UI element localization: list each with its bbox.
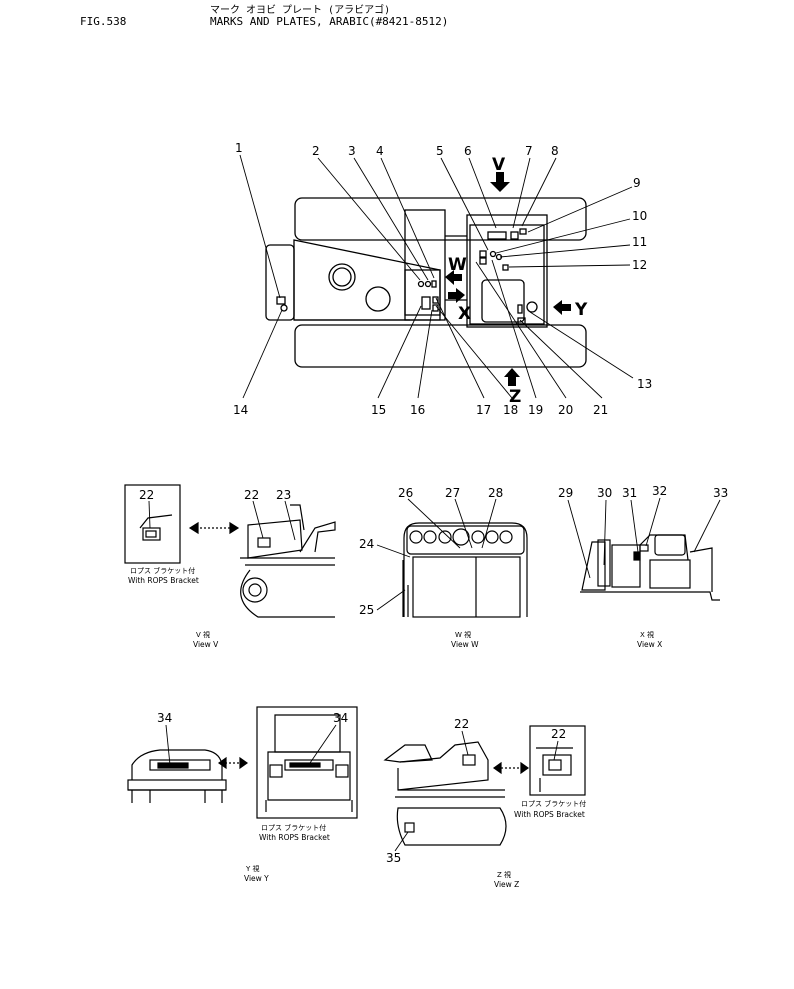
view-w: 26 27 28 24 25 W 視 View W (359, 486, 528, 649)
svg-text:View V: View V (193, 640, 219, 649)
callout-14: 14 (233, 403, 248, 417)
svg-text:28: 28 (488, 486, 503, 500)
svg-text:W 視: W 視 (455, 630, 471, 639)
callout-10: 10 (632, 209, 647, 223)
view-x: 29 30 31 32 33 X 視 View X (558, 484, 728, 649)
view-z: 22 22 35 ロプス ブラケット付 With ROPS Bracket Z … (383, 717, 586, 889)
callout-15: 15 (371, 403, 386, 417)
view-y: 34 34 ロプス ブラケット付 With ROPS Bracket Y 視 V… (127, 706, 358, 883)
svg-text:31: 31 (622, 486, 637, 500)
svg-text:With ROPS Bracket: With ROPS Bracket (514, 810, 585, 819)
svg-text:ロプス ブラケット付: ロプス ブラケット付 (521, 799, 586, 808)
svg-text:With ROPS Bracket: With ROPS Bracket (259, 833, 330, 842)
callout-13: 13 (637, 377, 652, 391)
svg-text:V: V (492, 155, 506, 175)
callout-3: 3 (348, 144, 356, 158)
top-view-machine (265, 197, 587, 368)
callout-5: 5 (436, 144, 444, 158)
callout-9: 9 (633, 176, 641, 190)
callout-8: 8 (551, 144, 559, 158)
svg-text:22: 22 (454, 717, 469, 731)
svg-text:Z 視: Z 視 (497, 870, 511, 879)
callout-17: 17 (476, 403, 491, 417)
svg-text:24: 24 (359, 537, 374, 551)
figure-number: FIG.538 (80, 15, 127, 28)
svg-text:X: X (458, 304, 471, 324)
svg-text:29: 29 (558, 486, 573, 500)
svg-text:22: 22 (244, 488, 259, 502)
svg-text:27: 27 (445, 486, 460, 500)
svg-text:25: 25 (359, 603, 374, 617)
top-view-callouts: 1 2 3 4 5 6 7 8 9 10 11 12 13 14 15 16 1… (233, 141, 652, 417)
svg-text:32: 32 (652, 484, 667, 498)
svg-text:View W: View W (451, 640, 479, 649)
svg-text:35: 35 (386, 851, 401, 865)
svg-text:Y: Y (574, 300, 588, 320)
callout-11: 11 (632, 235, 647, 249)
callout-2: 2 (312, 144, 320, 158)
svg-text:34: 34 (333, 711, 348, 725)
svg-text:22: 22 (139, 488, 154, 502)
svg-text:W: W (448, 255, 467, 275)
callout-16: 16 (410, 403, 425, 417)
callout-20: 20 (558, 403, 573, 417)
callout-7: 7 (525, 144, 533, 158)
svg-text:Y 視: Y 視 (245, 864, 260, 873)
svg-text:34: 34 (157, 711, 172, 725)
svg-text:View X: View X (637, 640, 662, 649)
svg-text:ロプス ブラケット付: ロプス ブラケット付 (130, 566, 195, 575)
svg-text:V 視: V 視 (196, 630, 210, 639)
svg-text:30: 30 (597, 486, 612, 500)
svg-text:33: 33 (713, 486, 728, 500)
view-arrow-letters: V W X Y Z (448, 155, 588, 407)
top-view-leaders (239, 154, 634, 399)
svg-text:View Y: View Y (244, 874, 269, 883)
svg-text:X 視: X 視 (640, 630, 654, 639)
view-v: 22 22 23 ロプス ブラケット付 With ROPS Bracket V … (124, 484, 336, 649)
svg-text:23: 23 (276, 488, 291, 502)
svg-text:With ROPS Bracket: With ROPS Bracket (128, 576, 199, 585)
svg-text:22: 22 (551, 727, 566, 741)
callout-4: 4 (376, 144, 384, 158)
svg-text:View Z: View Z (494, 880, 519, 889)
callout-6: 6 (464, 144, 472, 158)
svg-text:ロプス ブラケット付: ロプス ブラケット付 (261, 823, 326, 832)
title-english: MARKS AND PLATES, ARABIC(#8421-8512) (210, 15, 449, 28)
callout-19: 19 (528, 403, 543, 417)
callout-12: 12 (632, 258, 647, 272)
callout-1: 1 (235, 141, 243, 155)
view-arrows (445, 172, 571, 386)
callout-21: 21 (593, 403, 608, 417)
svg-text:Z: Z (509, 387, 521, 407)
svg-text:26: 26 (398, 486, 413, 500)
title-japanese: マーク オヨビ プレート (アラビアゴ) (210, 5, 391, 16)
callout-18: 18 (503, 403, 518, 417)
